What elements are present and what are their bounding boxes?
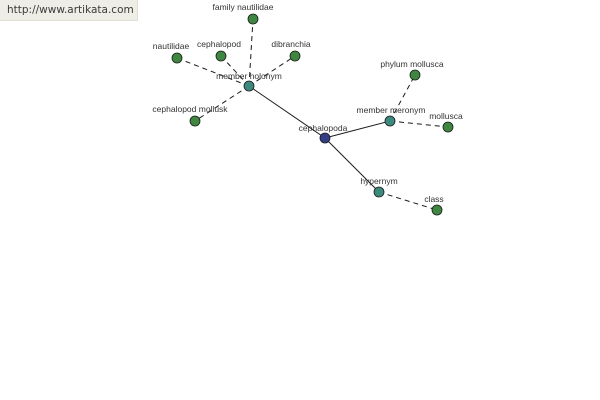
- node-hypernym[interactable]: [373, 186, 385, 198]
- node-cephalopod[interactable]: [215, 50, 227, 62]
- node-nautilidae[interactable]: [171, 52, 183, 64]
- edge-cephalopoda-hypernym: [324, 137, 380, 193]
- labels-layer: cephalopoda member holonym member meronym h…: [152, 2, 463, 204]
- node-label-nautilidae: nautilidae: [153, 41, 190, 51]
- edge-member_holonym-cephalopod: [220, 55, 250, 87]
- watermark-url: http://www.artikata.com: [0, 0, 138, 21]
- node-member_holonym[interactable]: [243, 80, 255, 92]
- edge-member_holonym-cephalopod_mollusk: [194, 85, 250, 122]
- node-phylum_mollusca[interactable]: [409, 69, 421, 81]
- node-label-cephalopod: cephalopod: [197, 39, 241, 49]
- node-member_meronym[interactable]: [384, 115, 396, 127]
- edge-cephalopoda-member_holonym: [248, 85, 326, 139]
- node-dibranchia[interactable]: [289, 50, 301, 62]
- node-class[interactable]: [431, 204, 443, 216]
- node-cephalopoda[interactable]: [319, 132, 331, 144]
- nodes-layer: [171, 13, 454, 216]
- node-label-mollusca: mollusca: [429, 111, 463, 121]
- node-mollusca[interactable]: [442, 121, 454, 133]
- node-label-member_holonym: member holonym: [216, 71, 282, 81]
- node-cephalopod_mollusk[interactable]: [189, 115, 201, 127]
- node-label-cephalopoda: cephalopoda: [299, 123, 348, 133]
- node-label-member_meronym: member meronym: [357, 105, 426, 115]
- node-label-class: class: [424, 194, 443, 204]
- node-label-cephalopod_mollusk: cephalopod mollusk: [152, 104, 228, 114]
- edge-member_holonym-dibranchia: [248, 55, 296, 87]
- edges-layer: [176, 18, 449, 211]
- node-label-hypernym: hypernym: [360, 176, 397, 186]
- node-family_nautilidae[interactable]: [247, 13, 259, 25]
- edge-hypernym-class: [378, 191, 438, 211]
- node-label-family_nautilidae: family nautilidae: [213, 2, 274, 12]
- edge-member_meronym-mollusca: [389, 120, 449, 128]
- edge-member_holonym-family_nautilidae: [248, 18, 254, 87]
- node-label-dibranchia: dibranchia: [271, 39, 310, 49]
- edge-cephalopoda-member_meronym: [324, 120, 391, 139]
- node-label-phylum_mollusca: phylum mollusca: [380, 59, 444, 69]
- edge-member_holonym-nautilidae: [176, 57, 250, 87]
